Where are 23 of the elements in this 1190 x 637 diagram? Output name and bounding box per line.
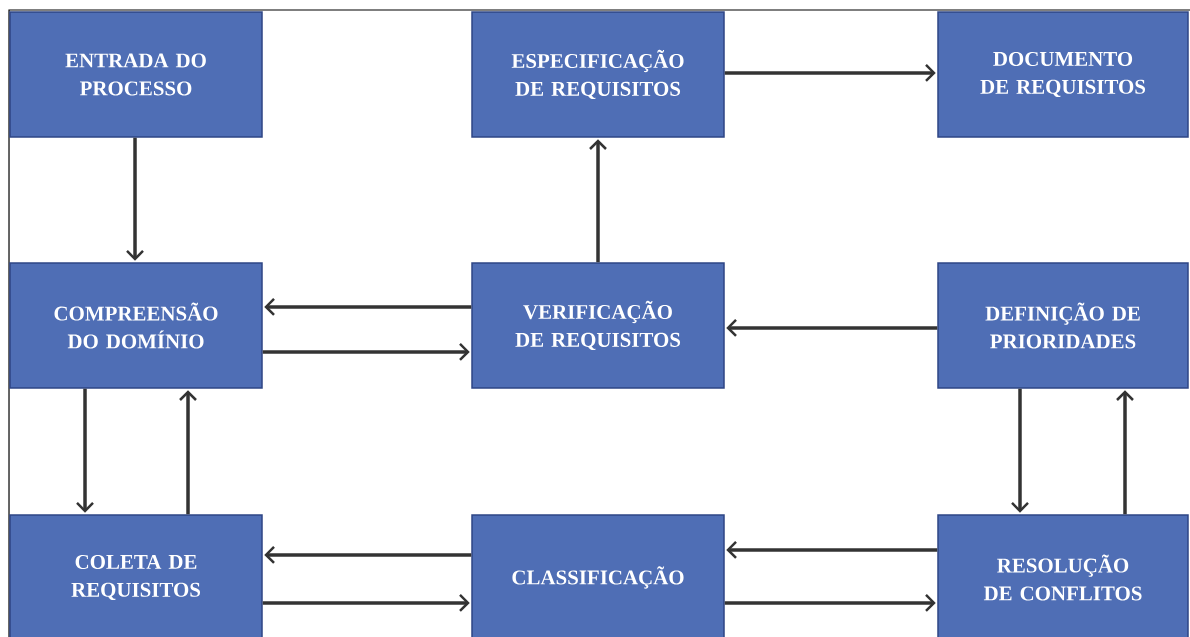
arrow — [589, 139, 607, 263]
arrow — [264, 546, 472, 564]
process-box: COMPREENSÃO DO DOMÍNIO — [9, 262, 263, 389]
process-box: ESPECIFICAÇÃO DE REQUISITOS — [471, 11, 725, 138]
arrow — [262, 343, 470, 361]
arrow — [726, 541, 938, 559]
arrow — [76, 388, 94, 513]
arrow — [724, 64, 936, 82]
process-box: CLASSIFICAÇÃO — [471, 514, 725, 637]
arrow — [724, 594, 936, 612]
process-box: COLETA DE REQUISITOS — [9, 514, 263, 637]
arrow — [179, 390, 197, 515]
arrow — [126, 137, 144, 261]
process-box: ENTRADA DO PROCESSO — [9, 11, 263, 138]
process-box: VERIFICAÇÃO DE REQUISITOS — [471, 262, 725, 389]
process-box: DOCUMENTO DE REQUISITOS — [937, 11, 1189, 138]
process-box: RESOLUÇÃO DE CONFLITOS — [937, 514, 1189, 637]
arrow — [264, 298, 472, 316]
process-box: DEFINIÇÃO DE PRIORIDADES — [937, 262, 1189, 389]
arrow — [262, 594, 470, 612]
arrow — [726, 319, 938, 337]
arrow — [1116, 390, 1134, 515]
arrow — [1011, 388, 1029, 513]
